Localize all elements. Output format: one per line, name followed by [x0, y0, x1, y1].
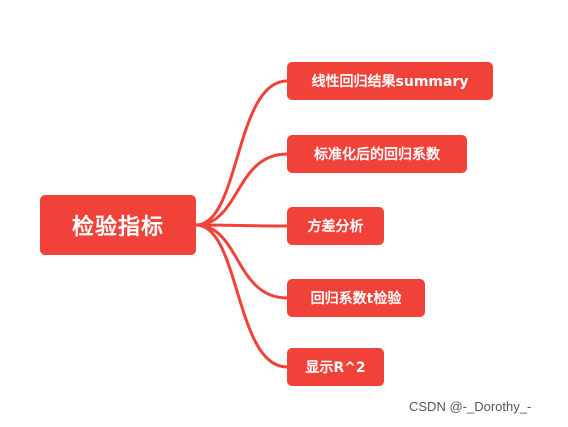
root-node-label: 检验指标 — [71, 215, 164, 240]
child-node-r-squared[interactable]: 显示R^2 — [287, 348, 384, 386]
child-node-anova[interactable]: 方差分析 — [287, 207, 384, 245]
child-node-standardized-coefficients[interactable]: 标准化后的回归系数 — [287, 135, 467, 173]
connector-3 — [195, 223, 288, 228]
child-node-summary[interactable]: 线性回归结果summary — [287, 62, 493, 100]
child-node-label: 方差分析 — [307, 219, 364, 235]
watermark: CSDN @-_Dorothy_- — [409, 399, 532, 414]
connector-1 — [195, 79, 288, 227]
connector-2 — [195, 152, 288, 227]
connector-5 — [195, 223, 288, 369]
child-node-label: 显示R^2 — [305, 360, 366, 376]
child-node-t-test[interactable]: 回归系数t检验 — [287, 279, 425, 317]
child-node-label: 标准化后的回归系数 — [314, 147, 440, 163]
connector-4 — [195, 223, 288, 300]
child-node-label: 线性回归结果summary — [311, 74, 469, 90]
child-node-label: 回归系数t检验 — [310, 291, 402, 307]
root-node[interactable]: 检验指标 — [40, 195, 196, 255]
